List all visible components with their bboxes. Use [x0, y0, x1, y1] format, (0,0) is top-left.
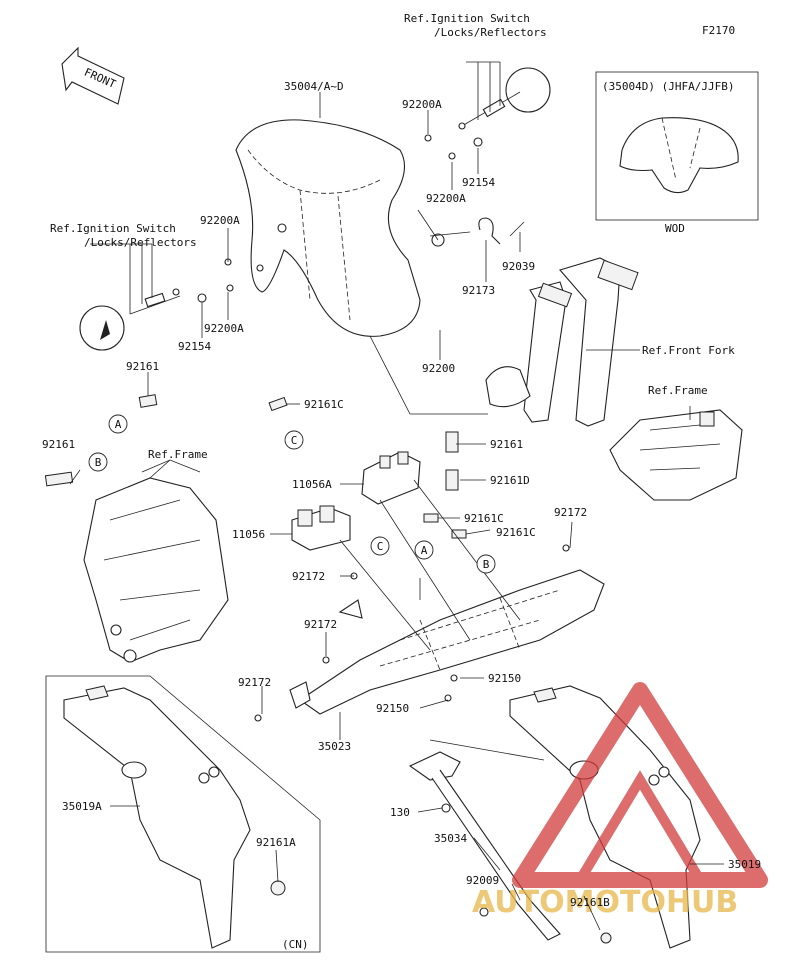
label-11056: 11056 — [232, 528, 265, 541]
label-92161c-3: 92161C — [496, 526, 536, 539]
reflector-left — [79, 243, 234, 351]
frame-left — [83, 459, 229, 663]
label-ref-ign-left-1: Ref.Ignition Switch — [50, 222, 176, 235]
label-92161a: 92161A — [256, 836, 296, 849]
label-ref-frame-right: Ref.Frame — [648, 384, 708, 397]
label-130: 130 — [390, 806, 410, 819]
label-92154-2: 92154 — [178, 340, 211, 353]
callouts: A C B C A B — [88, 414, 496, 574]
bracket-35034 — [408, 739, 561, 941]
label-92150-2: 92150 — [376, 702, 409, 715]
inset-top-title: (35004D) (JHFA/JJFB) — [602, 80, 734, 93]
label-92172-3: 92172 — [304, 618, 337, 631]
label-92200a-3: 92200A — [200, 214, 240, 227]
label-35034: 35034 — [434, 832, 467, 845]
label-92172-4: 92172 — [238, 676, 271, 689]
watermark-text: AUTOMOTOHUB — [472, 885, 738, 920]
label-92161-3: 92161 — [42, 438, 75, 451]
inset-cn — [45, 675, 321, 953]
label-92161-2: 92161 — [490, 438, 523, 451]
inset-bottom-caption: (CN) — [282, 938, 309, 951]
inset-top-caption: WOD — [665, 222, 685, 235]
front-fender — [235, 119, 445, 337]
diagram-code: F2170 — [702, 24, 735, 37]
label-ref-ign-top-2: /Locks/Reflectors — [434, 26, 547, 39]
label-92161c-2: 92161C — [464, 512, 504, 525]
label-92161b: 92161B — [570, 896, 610, 909]
label-92200: 92200 — [422, 362, 455, 375]
label-35019a: 35019A — [62, 800, 102, 813]
leader-lines — [69, 92, 724, 931]
clip-92173 — [429, 217, 525, 245]
label-92173: 92173 — [462, 284, 495, 297]
callout-a-low: A — [421, 544, 428, 557]
frame-right — [609, 406, 743, 501]
label-35004: 35004/A~D — [284, 80, 344, 93]
label-35023: 35023 — [318, 740, 351, 753]
label-92009: 92009 — [466, 874, 499, 887]
watermark-logo: AUTOMOTOHUB — [472, 682, 768, 920]
label-ref-front-fork: Ref.Front Fork — [642, 344, 735, 357]
label-ref-ign-left-2: /Locks/Reflectors — [84, 236, 197, 249]
inner-fender — [254, 544, 605, 722]
callout-c-low: C — [377, 540, 384, 553]
callout-b-low: B — [483, 558, 490, 571]
reflector-top — [424, 61, 551, 160]
label-92150-1: 92150 — [488, 672, 521, 685]
label-92154-1: 92154 — [462, 176, 495, 189]
callout-a-left: A — [115, 418, 122, 431]
label-11056a: 11056A — [292, 478, 332, 491]
label-92200a-4: 92200A — [204, 322, 244, 335]
label-92200a-2: 92200A — [426, 192, 466, 205]
front-fork — [485, 257, 640, 427]
part-labels: F2170 Ref.Ignition Switch /Locks/Reflect… — [42, 12, 761, 951]
relay-holders — [44, 394, 467, 551]
label-ref-frame-left: Ref.Frame — [148, 448, 208, 461]
label-92172-2: 92172 — [292, 570, 325, 583]
label-92161d: 92161D — [490, 474, 530, 487]
label-92172-1: 92172 — [554, 506, 587, 519]
label-92039: 92039 — [502, 260, 535, 273]
label-ref-ign-top-1: Ref.Ignition Switch — [404, 12, 530, 25]
front-arrow: FRONT — [61, 46, 125, 105]
label-35019: 35019 — [728, 858, 761, 871]
callout-c-mid: C — [291, 434, 298, 447]
inset-35004d: (35004D) (JHFA/JJFB) WOD — [595, 71, 759, 235]
label-92200a-1: 92200A — [402, 98, 442, 111]
label-92161c-1: 92161C — [304, 398, 344, 411]
callout-b-left: B — [95, 456, 102, 469]
label-92161-1: 92161 — [126, 360, 159, 373]
